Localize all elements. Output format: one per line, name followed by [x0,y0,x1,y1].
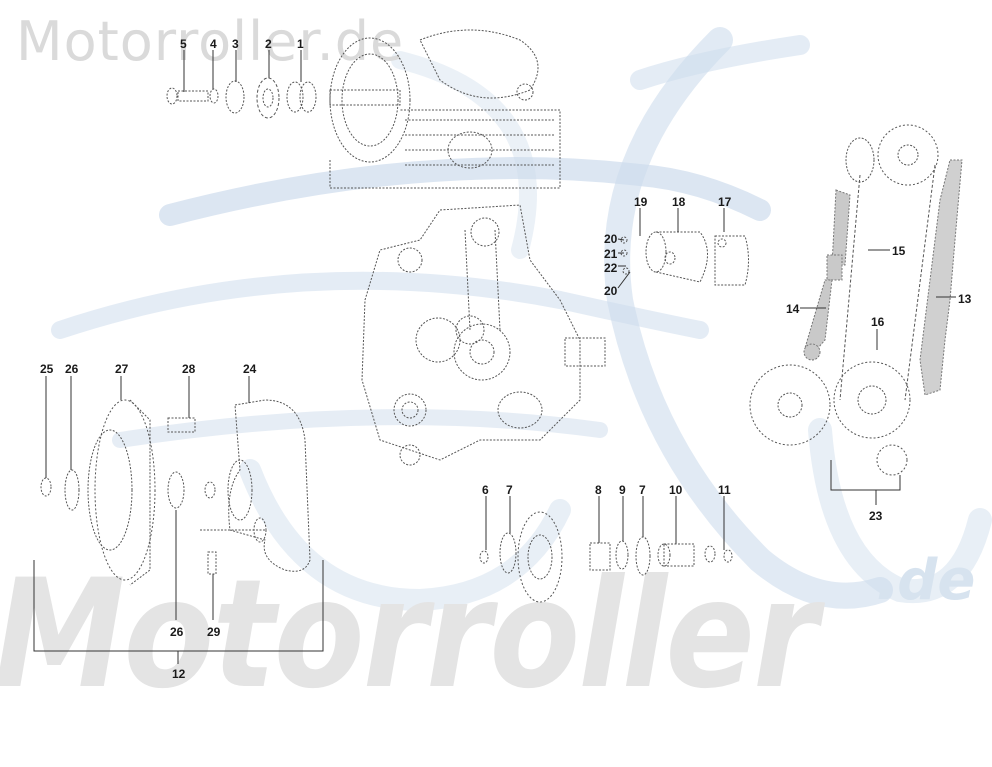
part-label-7: 7 [506,483,513,497]
part-label-17: 17 [718,195,732,209]
part-label-23: 23 [869,509,883,523]
part-label-10: 10 [669,483,683,497]
leader-lines [33,50,956,664]
part-label-19: 19 [634,195,648,209]
part-label-9: 9 [619,483,626,497]
part-label-14: 14 [786,302,800,316]
part-label-18: 18 [672,195,686,209]
part-label-11: 11 [718,483,731,497]
part-label-3: 3 [232,37,239,51]
camshaft-sprocket-group [166,29,561,189]
part-label-29: 29 [207,625,221,639]
part-label-22: 22 [604,261,618,275]
part-label-25: 25 [40,362,54,376]
crankcase [361,204,606,466]
watermark-top: Motorroller.de [16,10,405,73]
part-label-12: 12 [172,667,186,681]
part-label-15: 15 [892,244,906,258]
part-label-16: 16 [871,315,885,329]
oil-pump-group [40,399,311,586]
part-label-20: 20 [604,232,618,246]
part-label-24: 24 [243,362,257,376]
part-label-28: 28 [182,362,196,376]
timing-chain-group [749,124,963,476]
part-label-5: 5 [180,37,187,51]
part-label-27: 27 [115,362,129,376]
watermark-bottom: Motorroller [0,548,818,722]
part-label-13: 13 [958,292,972,306]
part-label-21: 21 [604,247,618,261]
part-label-8: 8 [595,483,602,497]
part-label-26b: 26 [170,625,184,639]
part-label-6: 6 [482,483,489,497]
watermark-de: .de [876,548,976,613]
chain-tensioner-group [620,231,749,286]
part-label-26: 26 [65,362,79,376]
part-label-20b: 20 [604,284,618,298]
part-label-7b: 7 [639,483,646,497]
idler-gear-group [479,511,733,603]
part-label-1: 1 [297,37,304,51]
part-label-4: 4 [210,37,217,51]
part-label-2: 2 [265,37,272,51]
